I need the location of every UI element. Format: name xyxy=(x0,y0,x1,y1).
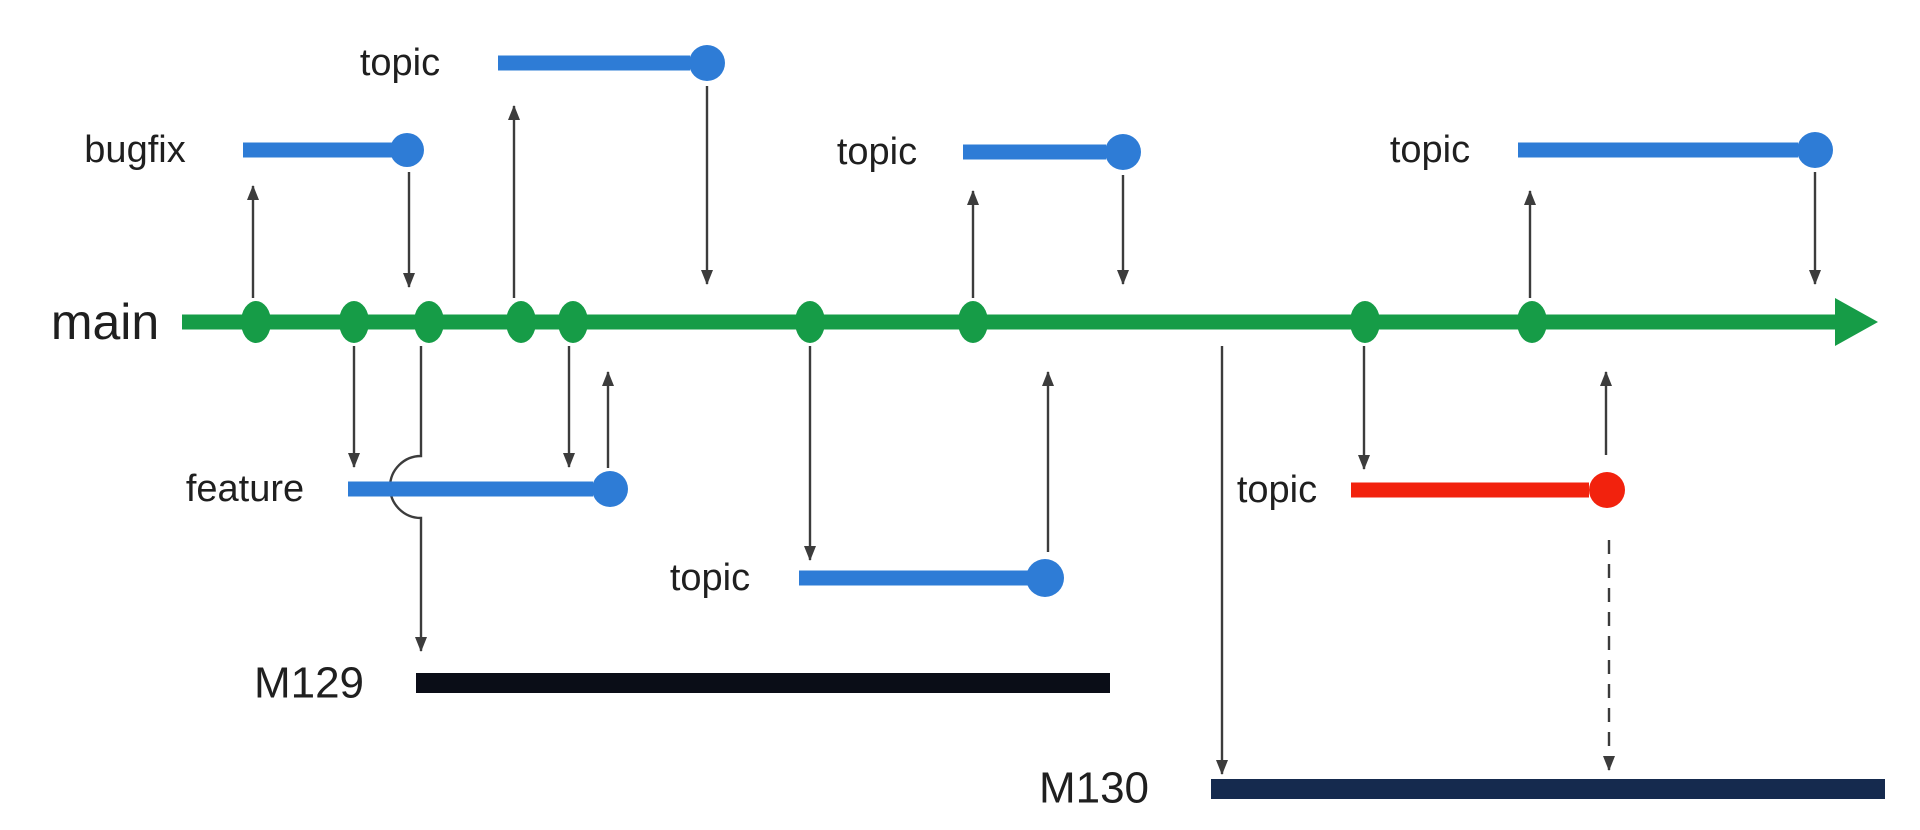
milestone-label-m129: M129 xyxy=(254,659,364,708)
main-branch-label: main xyxy=(51,294,159,350)
branch-tip-topic-top xyxy=(689,45,725,81)
branch-topic-red: topic xyxy=(1237,469,1625,511)
branch-topic-bottom: topic xyxy=(670,557,1064,599)
commit-dot xyxy=(506,301,536,343)
branch-bugfix: bugfix xyxy=(84,129,424,171)
branch-tip-topic-bottom xyxy=(1026,559,1064,597)
branch-tip-bugfix xyxy=(390,133,424,167)
branch-topic-top: topic xyxy=(360,42,725,84)
commit-dots xyxy=(241,301,1547,343)
commit-dot xyxy=(958,301,988,343)
commit-dot xyxy=(241,301,271,343)
branch-tip-feature xyxy=(592,471,628,507)
milestone-bar-m129 xyxy=(416,673,1110,693)
branch-label-topic-mid: topic xyxy=(837,131,917,173)
branch-tip-topic-right xyxy=(1797,132,1833,168)
milestone-m129: M129 xyxy=(254,659,1110,708)
branch-label-topic-right: topic xyxy=(1390,129,1470,171)
main-branch: main xyxy=(51,294,1878,350)
milestone-label-m130: M130 xyxy=(1039,764,1149,813)
connector-arrows xyxy=(247,86,1821,775)
arrow-release-cut-m129 xyxy=(388,346,427,652)
branch-label-topic-top: topic xyxy=(360,42,440,84)
branch-feature: feature xyxy=(186,468,628,510)
branch-topic-mid: topic xyxy=(837,131,1141,173)
commit-dot xyxy=(558,301,588,343)
branch-tip-topic-red xyxy=(1589,472,1625,508)
branch-label-topic-red: topic xyxy=(1237,469,1317,511)
commit-dot xyxy=(1517,301,1547,343)
branch-tip-topic-mid xyxy=(1105,134,1141,170)
commit-dot xyxy=(795,301,825,343)
branch-label-bugfix: bugfix xyxy=(84,129,185,171)
milestone-m130: M130 xyxy=(1039,764,1885,813)
milestone-bar-m130 xyxy=(1211,779,1885,799)
commit-dot xyxy=(339,301,369,343)
branch-topic-right: topic xyxy=(1390,129,1833,171)
commit-dot xyxy=(414,301,444,343)
branch-label-topic-bottom: topic xyxy=(670,557,750,599)
branch-label-feature: feature xyxy=(186,468,304,510)
main-branch-arrowhead-icon xyxy=(1835,298,1878,346)
commit-dot xyxy=(1350,301,1380,343)
